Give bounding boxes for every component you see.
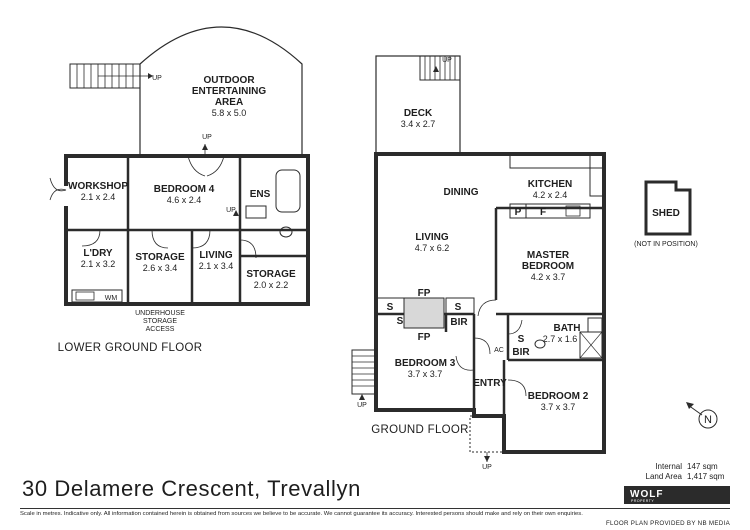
floor-plan-credit: FLOOR PLAN PROVIDED BY NB MEDIA xyxy=(605,520,730,527)
underhouse-label-1: UNDERHOUSE xyxy=(135,310,185,317)
storage1-dim: 2.6 x 3.4 xyxy=(143,263,178,273)
ground-room-labels: UP DECK 3.4 x 2.7 DINING KITCHEN 4.2 x 2… xyxy=(357,57,589,470)
footer-divider xyxy=(20,508,730,509)
lower-outer-walls xyxy=(64,154,310,306)
lower-ground-floor-title: LOWER GROUND FLOOR xyxy=(58,342,203,354)
bedroom2-dim: 3.7 x 3.7 xyxy=(541,402,576,412)
disclaimer-text: Scale in metres. Indicative only. All in… xyxy=(20,511,583,517)
shed: SHED (NOT IN POSITION) xyxy=(634,180,698,248)
lower-living-label: LIVING xyxy=(199,250,233,261)
shelf-label-right: S xyxy=(455,302,462,313)
laundry-dim: 2.1 x 3.2 xyxy=(81,259,116,269)
area-label-land: Land Area xyxy=(645,472,682,481)
shed-label: SHED xyxy=(652,208,680,219)
workshop-label: WORKSHOP xyxy=(68,181,128,192)
bedroom3-label: BEDROOM 3 xyxy=(395,358,456,369)
floor-plan-drawing: UP OUTDOOR ENTERTAINING AREA 5.8 x 5.0 U… xyxy=(49,26,718,470)
north-label: N xyxy=(704,414,712,426)
up-label-stairs-left: UP xyxy=(152,75,162,82)
dining-label: DINING xyxy=(444,187,479,198)
area-label-internal: Internal xyxy=(655,462,682,471)
agency-logo-sub: PROPERTY xyxy=(631,499,655,503)
entry-label: ENTRY xyxy=(473,378,507,389)
up-label-entry: UP xyxy=(482,464,492,470)
up-label-outdoor: UP xyxy=(202,134,212,141)
master-bedroom-label-2: BEDROOM xyxy=(522,261,574,272)
storage2-dim: 2.0 x 2.2 xyxy=(254,280,289,290)
bedroom4-label: BEDROOM 4 xyxy=(154,184,215,195)
property-address: 30 Delamere Crescent, Trevallyn xyxy=(22,476,361,501)
deck-outline xyxy=(375,55,461,155)
ensuite-label: ENS xyxy=(250,189,271,200)
storage2-label: STORAGE xyxy=(246,269,296,280)
ground-floor-title: GROUND FLOOR xyxy=(371,424,469,436)
deck-label: DECK xyxy=(404,108,433,119)
fridge-label: F xyxy=(540,207,546,218)
workshop-dim: 2.1 x 2.4 xyxy=(81,192,116,202)
ground-left-stairs xyxy=(351,349,377,395)
bir-label-b3: BIR xyxy=(450,317,468,328)
bedroom4-dim: 4.6 x 2.4 xyxy=(167,195,202,205)
laundry-bench xyxy=(71,289,123,303)
underhouse-label-2: STORAGE xyxy=(143,318,177,325)
master-bedroom-label-1: MASTER xyxy=(527,250,570,261)
wm-label: WM xyxy=(105,295,118,302)
area-value-internal: 147 sqm xyxy=(687,462,718,471)
north-arrow: N xyxy=(686,402,718,429)
shelf-label-bath: S xyxy=(518,334,525,345)
up-label-left-stairs: UP xyxy=(357,402,367,409)
outdoor-area-outline xyxy=(139,26,303,156)
entry-porch xyxy=(469,415,505,453)
agency-logo-name: WOLF xyxy=(630,489,664,500)
outdoor-area-label-1: OUTDOOR xyxy=(203,75,255,86)
bedroom3-dim: 3.7 x 3.7 xyxy=(408,369,443,379)
lower-ground-floor xyxy=(49,26,310,306)
ensuite-bath xyxy=(275,169,301,213)
bath-label: BATH xyxy=(553,323,580,334)
deck-dim: 3.4 x 2.7 xyxy=(401,119,436,129)
master-bedroom-dim: 4.2 x 3.7 xyxy=(531,272,566,282)
laundry-label: L'DRY xyxy=(83,248,113,259)
lower-living-dim: 2.1 x 3.4 xyxy=(199,261,234,271)
fireplace-label-top: FP xyxy=(418,288,431,299)
area-row-land: Land Area 1,417 sqm xyxy=(636,472,725,482)
bedroom2-label: BEDROOM 2 xyxy=(528,391,589,402)
up-label-deck: UP xyxy=(442,57,452,64)
shelf-label-left: S xyxy=(387,302,394,313)
outdoor-area-dim: 5.8 x 5.0 xyxy=(212,108,247,118)
area-row-internal: Internal 147 sqm xyxy=(636,462,724,472)
kitchen-label: KITCHEN xyxy=(528,179,572,190)
living-dim: 4.7 x 6.2 xyxy=(415,243,450,253)
area-summary: Internal 147 sqm Land Area 1,417 sqm xyxy=(636,462,725,482)
living-label: LIVING xyxy=(415,232,449,243)
pantry-label: P xyxy=(515,207,522,218)
outdoor-area-label-3: AREA xyxy=(215,97,243,108)
shelf-label-b3: S xyxy=(397,316,404,327)
underhouse-label-3: ACCESS xyxy=(146,326,175,333)
shed-note: (NOT IN POSITION) xyxy=(634,241,698,248)
bath-dim: 2.7 x 1.6 xyxy=(543,334,578,344)
storage1-label: STORAGE xyxy=(135,252,185,263)
ac-label: AC xyxy=(494,347,504,354)
shed-outline xyxy=(644,180,692,236)
bir-label-b2: BIR xyxy=(512,347,530,358)
area-value-land: 1,417 sqm xyxy=(687,472,725,481)
agency-logo: WOLF PROPERTY xyxy=(624,486,730,504)
up-label-inner: UP xyxy=(226,207,236,214)
kitchen-dim: 4.2 x 2.4 xyxy=(533,190,568,200)
outdoor-area-label-2: ENTERTAINING xyxy=(192,86,266,97)
fireplace xyxy=(403,297,445,329)
fireplace-label-bottom: FP xyxy=(418,332,431,343)
lower-room-labels: UP OUTDOOR ENTERTAINING AREA 5.8 x 5.0 U… xyxy=(58,75,296,354)
ground-floor xyxy=(351,55,606,462)
